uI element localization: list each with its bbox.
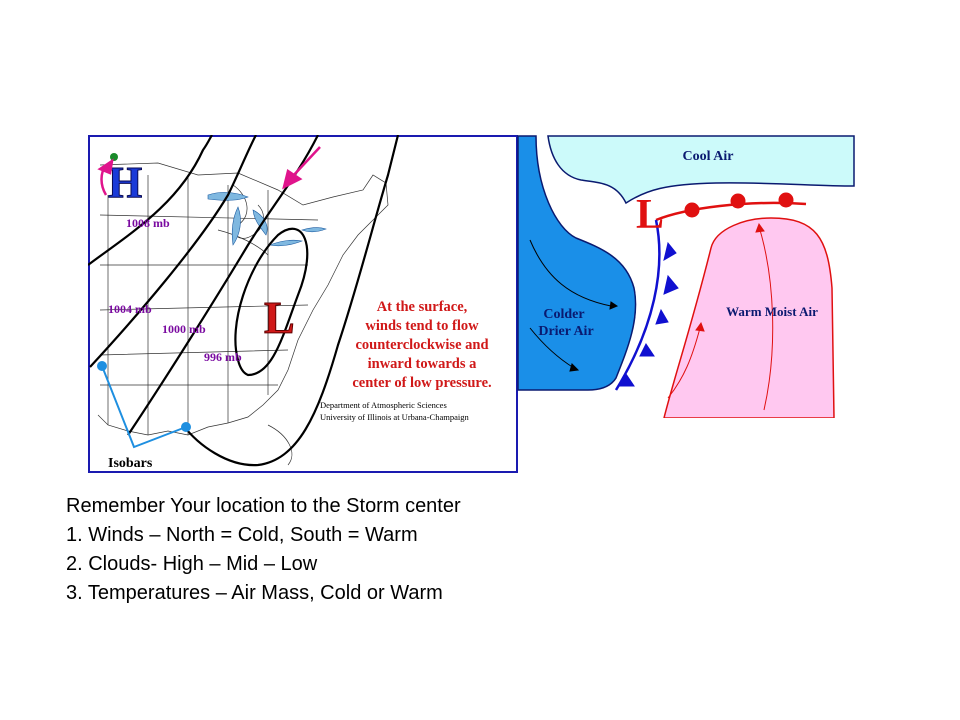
fronts-diagram: L Cool Air Colder Drier Air Warm Moist A…: [517, 135, 855, 418]
credit-line: Department of Atmospheric Sciences: [320, 400, 447, 410]
caption-line: center of low pressure.: [352, 375, 491, 391]
note-heading: Remember Your location to the Storm cent…: [66, 495, 461, 517]
colder-air-label: Drier Air: [538, 324, 593, 339]
map-border: [88, 135, 518, 473]
wind-arrow-icon: [97, 158, 114, 196]
isobar-996: [234, 227, 309, 377]
colder-air-label: Colder: [543, 307, 584, 322]
great-lakes: [207, 192, 327, 247]
warm-front: [655, 192, 807, 222]
cool-air-label: Cool Air: [683, 149, 734, 164]
caption-line: At the surface,: [377, 299, 468, 315]
surface-wind-caption: At the surface, winds tend to flow count…: [352, 299, 491, 391]
warm-air-mass: [663, 217, 835, 418]
high-pressure-label: H: [108, 158, 142, 207]
state-outlines: [97, 162, 389, 466]
isobar-label-1004: 1004 mb: [108, 302, 152, 316]
note-item: 3. Temperatures – Air Mass, Cold or Warm: [66, 582, 443, 604]
cool-air-mass: [547, 135, 855, 205]
isobars-label: Isobars: [108, 456, 153, 471]
isobar-label-1000: 1000 mb: [162, 322, 206, 336]
isobar-outer: [182, 135, 400, 467]
isobar-1008: [88, 135, 213, 266]
high-marker-icon: [110, 153, 118, 161]
surface-pressure-map: H L 1008 mb 1004 mb 1000 mb 996 mb At th…: [88, 135, 518, 473]
reminder-notes: Remember Your location to the Storm cent…: [66, 492, 666, 608]
caption-line: winds tend to flow: [365, 318, 479, 334]
isobar-1004: [89, 135, 257, 368]
note-item: 2. Clouds- High – Mid – Low: [66, 553, 318, 575]
credit: Department of Atmospheric Sciences Unive…: [320, 400, 469, 422]
note-item: 1. Winds – North = Cold, South = Warm: [66, 524, 418, 546]
caption-line: inward towards a: [368, 356, 478, 372]
credit-line: University of Illinois at Urbana-Champai…: [320, 412, 469, 422]
wind-arrow-icon: [282, 146, 321, 190]
isobar-label-996: 996 mb: [204, 350, 242, 364]
front-low-label: L: [636, 192, 664, 238]
cold-air-arrow-icon: [529, 239, 619, 372]
warm-air-label: Warm Moist Air: [726, 304, 818, 319]
isobar-lines: [88, 135, 400, 467]
caption-line: counterclockwise and: [355, 337, 488, 353]
cold-front: [614, 219, 679, 391]
isobars-pointer: [97, 361, 191, 449]
cold-air-mass: [517, 135, 637, 391]
low-pressure-label: L: [264, 292, 295, 343]
isobar-label-1008: 1008 mb: [126, 216, 170, 230]
warm-air-arrow-icon: [667, 222, 774, 411]
